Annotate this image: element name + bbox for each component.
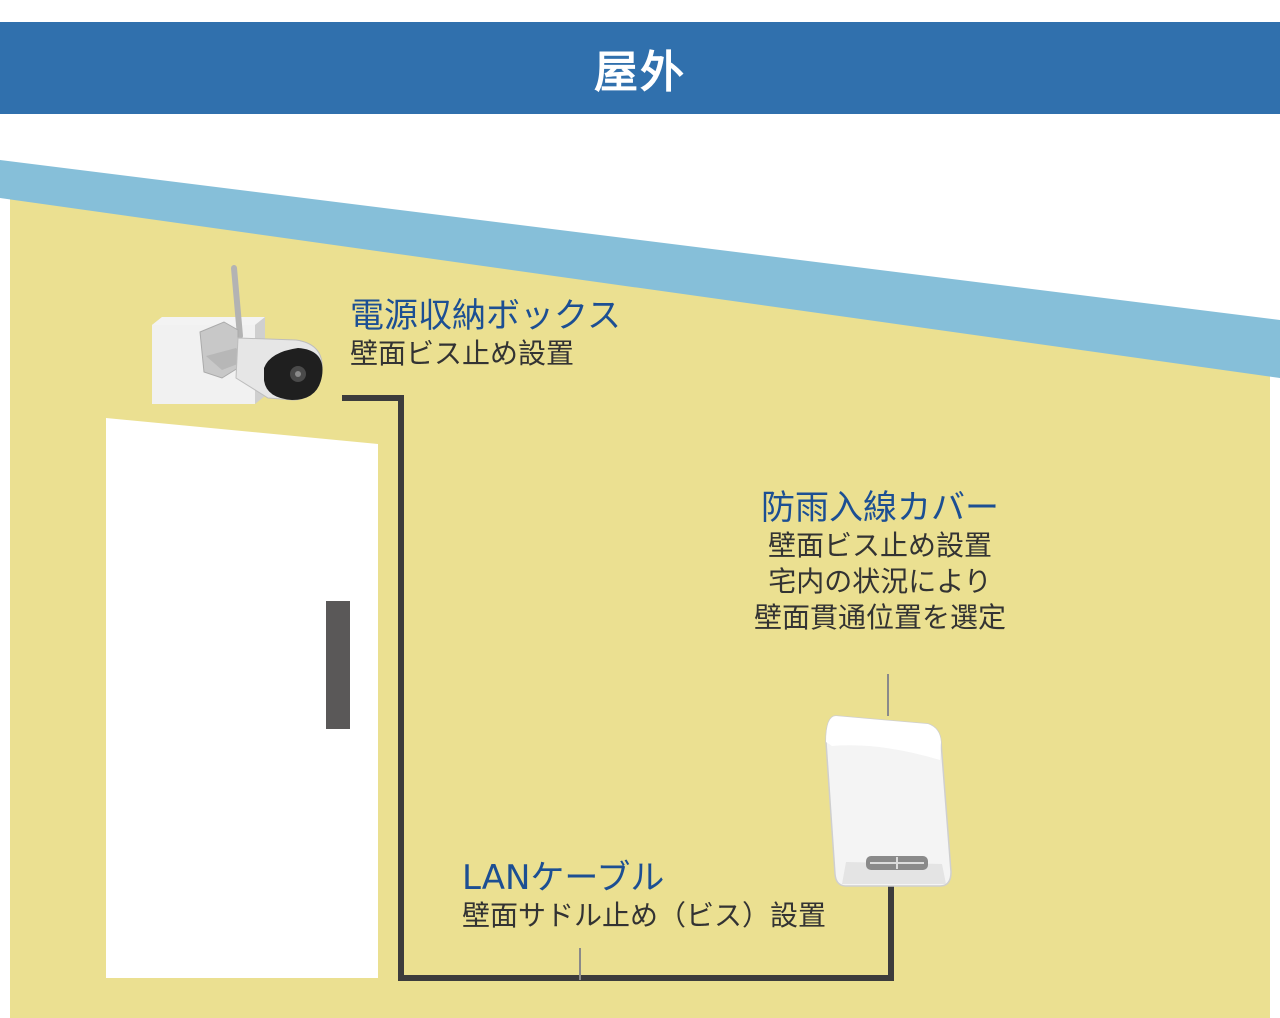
rain-cover-label: 防雨入線カバー 壁面ビス止め設置 宅内の状況により 壁面貫通位置を選定 <box>740 488 1020 636</box>
header-bar: 屋外 <box>0 22 1280 114</box>
rain-cover <box>825 715 952 887</box>
rain-cover-label-title: 防雨入線カバー <box>761 488 999 528</box>
door <box>106 418 378 978</box>
lan-cable-label-line: 壁面サドル止め（ビス）設置 <box>462 899 827 932</box>
rain-cover-label-line: 壁面ビス止め設置 <box>767 529 992 562</box>
camera-antenna <box>231 265 243 339</box>
lan-cable-label-title: LANケーブル <box>462 858 665 898</box>
camera <box>199 265 323 401</box>
rain-cover-label-line: 宅内の状況により <box>768 565 992 598</box>
power-box-label-title: 電源収納ボックス <box>350 296 621 336</box>
power-box-label: 電源収納ボックス 壁面ビス止め設置 <box>350 296 621 372</box>
lan-cable-label: LANケーブル 壁面サドル止め（ビス）設置 <box>462 858 826 934</box>
roof-eave <box>0 160 1280 378</box>
lan-cable <box>342 395 894 981</box>
rain-cover-label-line: 壁面貫通位置を選定 <box>753 601 1006 634</box>
door-handle <box>326 601 350 729</box>
header-title: 屋外 <box>594 47 686 98</box>
power-box-label-line: 壁面ビス止め設置 <box>350 337 575 370</box>
